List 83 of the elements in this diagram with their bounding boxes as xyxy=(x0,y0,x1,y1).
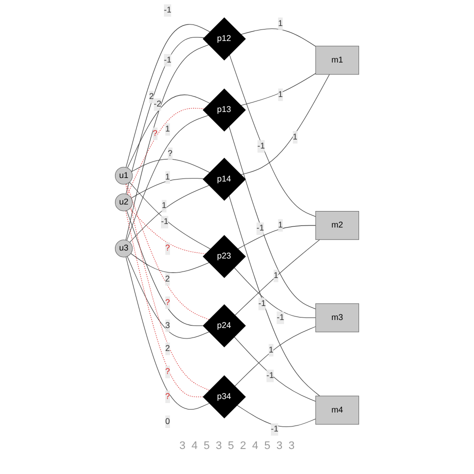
connector xyxy=(131,158,210,173)
connector xyxy=(126,36,204,194)
node-diamond: p13 xyxy=(202,88,246,132)
edge-label: 2 xyxy=(165,274,170,284)
edge-weight-label: 5 xyxy=(264,440,270,452)
edge-label: 1 xyxy=(162,201,166,210)
connector xyxy=(229,54,316,217)
connector xyxy=(234,336,316,402)
connector xyxy=(127,94,210,168)
node-diamond: p12 xyxy=(202,17,246,60)
edge-label: 3 xyxy=(165,321,170,330)
edge-label: ? xyxy=(168,149,172,158)
node-box: m2 xyxy=(315,211,360,240)
edge-weight-label: 4 xyxy=(192,440,198,452)
connector xyxy=(126,24,210,168)
edge-label: -1 xyxy=(266,371,274,380)
node-circle: u3 xyxy=(114,240,133,258)
connector xyxy=(234,239,320,316)
edge-label: ? xyxy=(152,129,158,138)
node-circle: u2 xyxy=(114,193,133,212)
edge-label: -1 xyxy=(164,56,172,64)
edge-weight-label: 3 xyxy=(216,440,222,452)
edge-weight-label: 2 xyxy=(240,440,246,452)
node-circle: u1 xyxy=(114,166,133,185)
edge-label: ? xyxy=(165,392,170,402)
edge-label: 1 xyxy=(165,124,170,134)
edge-label: 1 xyxy=(278,90,283,100)
edge-weight-label: 5 xyxy=(228,440,234,452)
connector xyxy=(237,225,316,250)
edge-weight-label: 3 xyxy=(276,440,282,452)
node-diamond: p34 xyxy=(202,375,246,418)
edge-label: -1 xyxy=(276,313,284,322)
connector xyxy=(236,404,316,428)
node-diamond: p24 xyxy=(202,304,246,348)
edge-label: ? xyxy=(165,367,170,376)
node-box: m1 xyxy=(315,46,360,75)
edge-label: ? xyxy=(165,244,170,253)
edge-label: -2 xyxy=(154,100,162,109)
connector xyxy=(126,256,210,339)
connector xyxy=(126,115,209,241)
edge-label: 1 xyxy=(274,271,278,280)
edge-label: 0 xyxy=(165,416,170,426)
connector xyxy=(129,185,210,243)
node-box: m4 xyxy=(315,396,360,425)
edge-weight-label: 4 xyxy=(252,440,258,452)
edge-label: -1 xyxy=(256,224,264,233)
connector xyxy=(240,28,316,47)
edge-weight-label: 3 xyxy=(179,440,186,452)
edge-label: 2 xyxy=(165,344,170,354)
connector xyxy=(126,210,204,326)
connector xyxy=(131,178,204,198)
connector xyxy=(125,184,210,391)
connector xyxy=(127,108,204,195)
node-diamond: p14 xyxy=(202,158,246,201)
edge-label: 1 xyxy=(278,220,283,230)
edge-label: 1 xyxy=(278,19,283,28)
edge-label: -1 xyxy=(164,6,172,15)
node-box: m3 xyxy=(315,303,360,332)
connector xyxy=(126,184,210,320)
edge-label: -1 xyxy=(160,217,168,226)
connector xyxy=(129,182,211,250)
edge-label: -1 xyxy=(257,142,265,151)
edge-weight-label: 5 xyxy=(204,440,210,452)
edge-label: -1 xyxy=(270,424,278,434)
connector xyxy=(228,126,316,310)
edge-weight-label: 3 xyxy=(288,440,295,452)
connector xyxy=(240,73,316,106)
edge-label: ? xyxy=(165,298,170,307)
connector xyxy=(126,44,209,240)
connector xyxy=(126,256,210,410)
connector xyxy=(240,74,330,176)
connector xyxy=(234,326,316,387)
edge-label: 1 xyxy=(165,172,170,182)
edge-label: 1 xyxy=(268,345,274,354)
connector xyxy=(130,253,210,273)
connector xyxy=(125,210,204,398)
edge-label: 2 xyxy=(149,92,154,102)
connector xyxy=(129,208,206,254)
edge-label: -1 xyxy=(258,299,266,308)
connector xyxy=(234,267,316,318)
edge-label: 1 xyxy=(292,132,298,142)
connector xyxy=(228,195,320,396)
node-diamond: p23 xyxy=(202,234,246,278)
